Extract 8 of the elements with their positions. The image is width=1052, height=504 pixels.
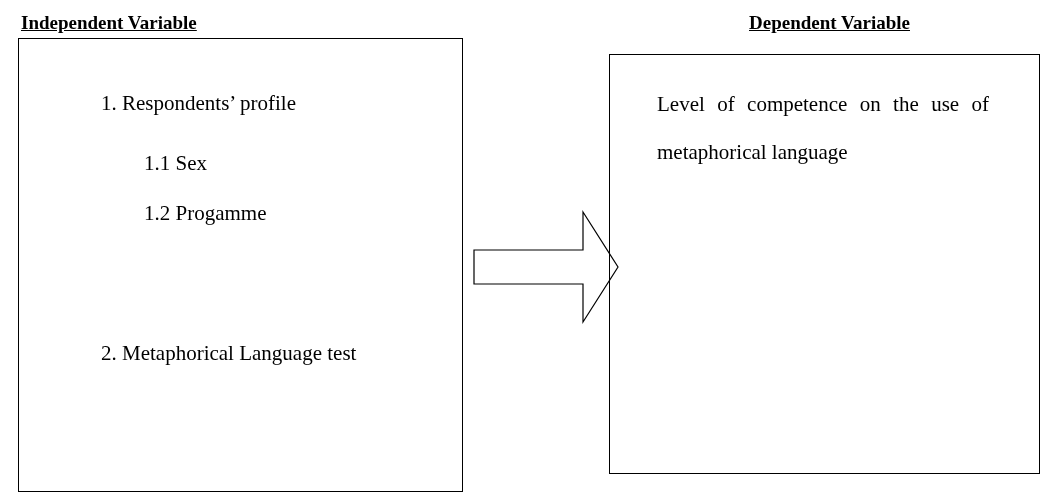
block-arrow [473, 209, 619, 325]
text-label: 2. Metaphorical Language test [101, 340, 358, 367]
text-label: Level of competence on the use of metaphorical language [657, 91, 989, 166]
text-label: 1.2 Progamme [144, 200, 268, 227]
text-label: 1.1 Sex [144, 150, 208, 177]
text-label: 1. Respondents’ profile [101, 90, 297, 117]
heading: Dependent Variable [749, 11, 910, 35]
heading: Independent Variable [21, 11, 197, 35]
